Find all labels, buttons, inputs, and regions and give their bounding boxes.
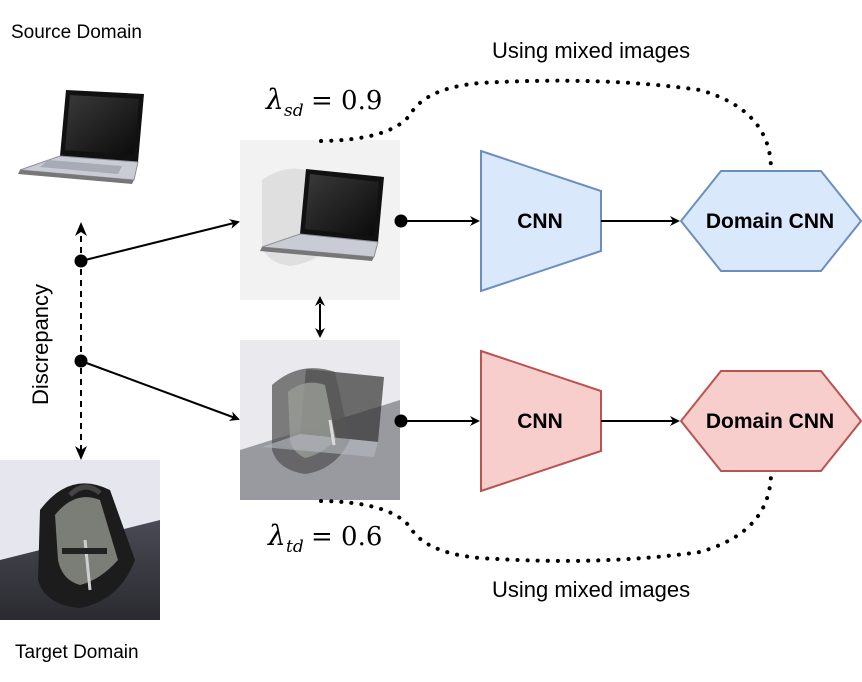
laptop-icon: [18, 90, 144, 184]
discrepancy-label: Discrepancy: [28, 284, 53, 405]
backpack-icon: [0, 460, 160, 620]
top-domain-cnn-label: Domain CNN: [706, 210, 834, 233]
top-cnn-trapezoid: [480, 149, 602, 293]
lambda-sd-value: = 0.9: [311, 86, 382, 116]
arrow-to-mixed-top: [80, 219, 240, 262]
lambda-td-value: = 0.6: [311, 522, 382, 552]
lambda-td-subscript: td: [286, 537, 304, 557]
lambda-sd-subscript: sd: [284, 101, 304, 121]
lambda-td-symbol: λ: [267, 519, 286, 552]
lambda-td-label: λ td = 0.6: [267, 519, 382, 557]
bottom-cnn-label: CNN: [517, 410, 563, 433]
mixed-images-top-dotted-curve: [319, 78, 773, 170]
mixed-images-bottom-label: Using mixed images: [492, 577, 690, 602]
mixed-images-bottom-dotted-curve: [319, 472, 773, 563]
lambda-sd-symbol: λ: [265, 83, 284, 116]
discrepancy-arrow-down-icon: [75, 446, 87, 460]
top-cnn-label: CNN: [517, 210, 563, 233]
backpack-laptop-blend-icon: [240, 340, 400, 500]
discrepancy-arrow-up-icon: [75, 222, 87, 236]
lambda-sd-label: λ sd = 0.9: [265, 83, 382, 121]
bottom-cnn-trapezoid: [480, 349, 602, 493]
source-domain-label: Source Domain: [11, 22, 142, 43]
laptop-backpack-blend-icon: [240, 140, 400, 300]
arrow-to-mixed-bottom: [80, 360, 240, 421]
bottom-domain-cnn-label: Domain CNN: [706, 410, 834, 433]
target-domain-label: Target Domain: [15, 642, 139, 663]
mixed-images-top-label: Using mixed images: [492, 38, 690, 63]
top-domain-cnn-hexagon: [679, 170, 862, 272]
bottom-domain-cnn-hexagon: [679, 370, 862, 472]
